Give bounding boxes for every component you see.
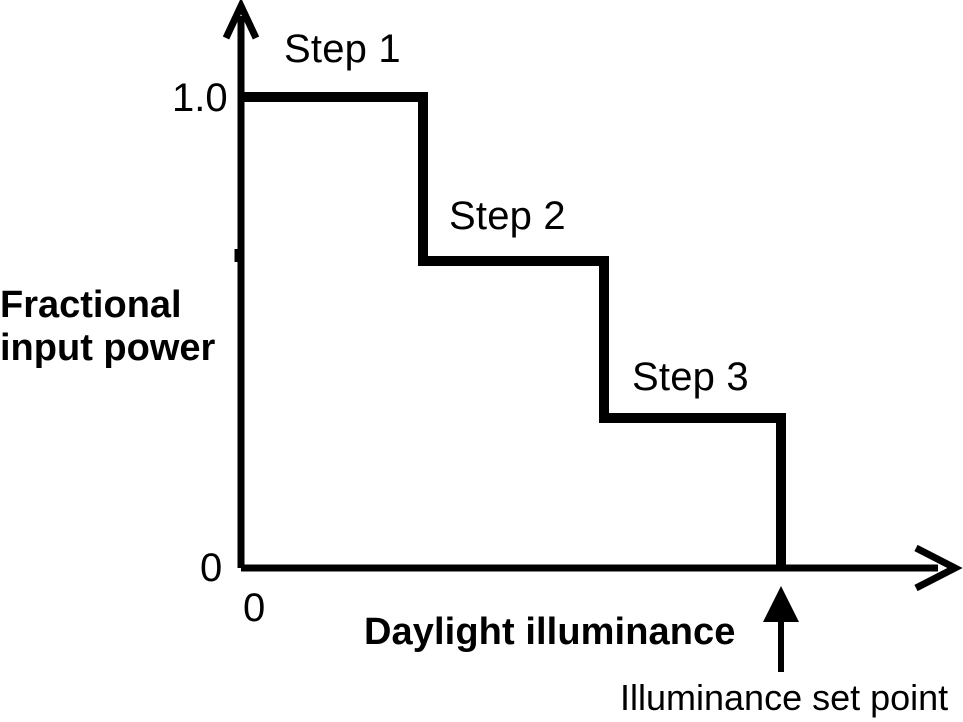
annotation-illuminance-set-point: Illuminance set point — [620, 677, 949, 718]
annotation-step-2: Step 2 — [449, 194, 566, 238]
y-axis-arrowhead-icon — [222, 0, 260, 40]
step-curve — [241, 92, 786, 568]
x-axis-title: Daylight illuminance — [364, 611, 736, 653]
y-axis-title: Fractional input power — [0, 284, 216, 369]
annotation-step-3: Step 3 — [632, 355, 749, 399]
y-tick-label-1.0: 1.0 — [172, 76, 228, 120]
setpoint-arrow-head-icon — [763, 586, 799, 622]
y-tick-label-0: 0 — [200, 546, 223, 590]
x-tick-label-0: 0 — [243, 586, 266, 630]
x-axis-arrowhead-icon — [914, 544, 963, 592]
annotation-step-1: Step 1 — [284, 27, 401, 71]
